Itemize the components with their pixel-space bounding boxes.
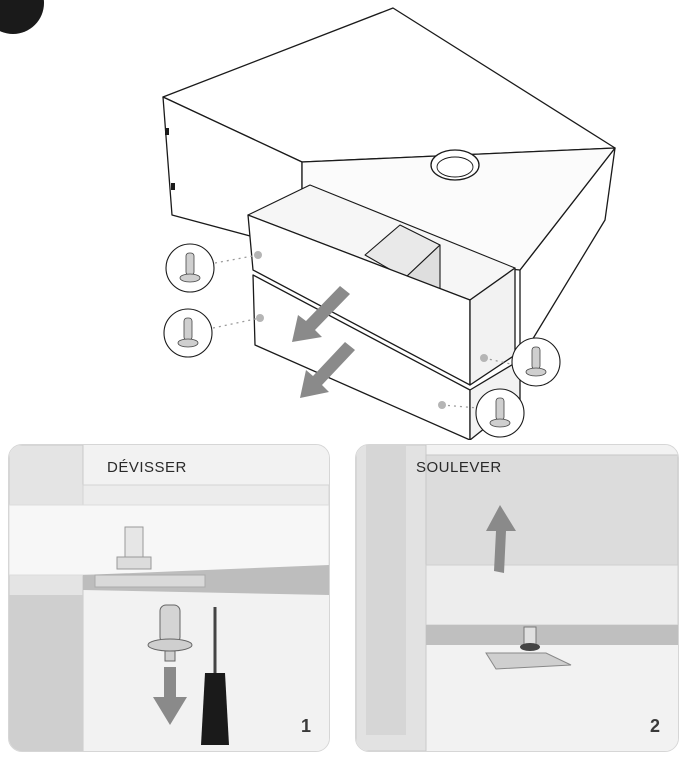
unscrew-illustration — [9, 445, 329, 751]
panel-label: DÉVISSER — [107, 459, 187, 476]
cabinet-illustration — [162, 7, 616, 440]
panel-label: SOULEVER — [416, 459, 502, 476]
screw-icon — [475, 388, 525, 438]
panel-number: 2 — [649, 716, 660, 736]
screw-icon — [163, 308, 213, 358]
panel-number: 1 — [300, 716, 311, 736]
arrow-down-icon — [153, 667, 187, 725]
step-panel-lift: SOULEVER 2 — [355, 444, 679, 752]
screw-icon — [511, 337, 561, 387]
step-panel-unscrew: DÉVISSER 1 — [8, 444, 330, 752]
arrow-up-icon — [486, 505, 516, 573]
screw-icon — [147, 604, 193, 662]
screw-icon — [165, 243, 215, 293]
screwdriver-icon — [201, 607, 229, 745]
lift-illustration — [356, 445, 678, 751]
